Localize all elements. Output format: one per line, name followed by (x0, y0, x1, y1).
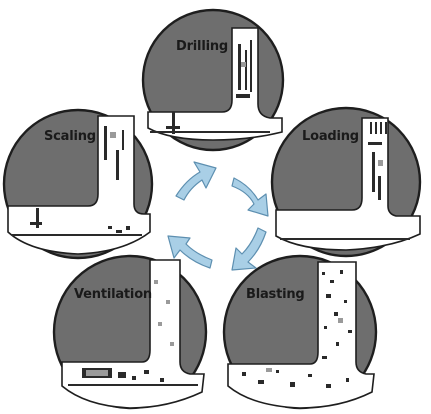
scaling-label: Scaling (44, 129, 96, 144)
drilling-label: Drilling (176, 39, 228, 54)
stage-scaling: Scaling (4, 110, 152, 258)
cycle-arrows (168, 162, 268, 270)
loading-label: Loading (302, 129, 359, 144)
arrow-loading-to-blasting (232, 228, 266, 270)
stage-drilling: Drilling (143, 10, 283, 150)
stage-blasting: Blasting (224, 256, 376, 408)
arrow-scaling-to-drilling (176, 162, 216, 200)
stage-ventilation: Ventilation (54, 256, 206, 408)
stage-loading: Loading (272, 108, 420, 256)
ventilation-label: Ventilation (74, 287, 152, 302)
blasting-label: Blasting (246, 287, 305, 302)
arrow-drilling-to-loading (232, 178, 268, 216)
